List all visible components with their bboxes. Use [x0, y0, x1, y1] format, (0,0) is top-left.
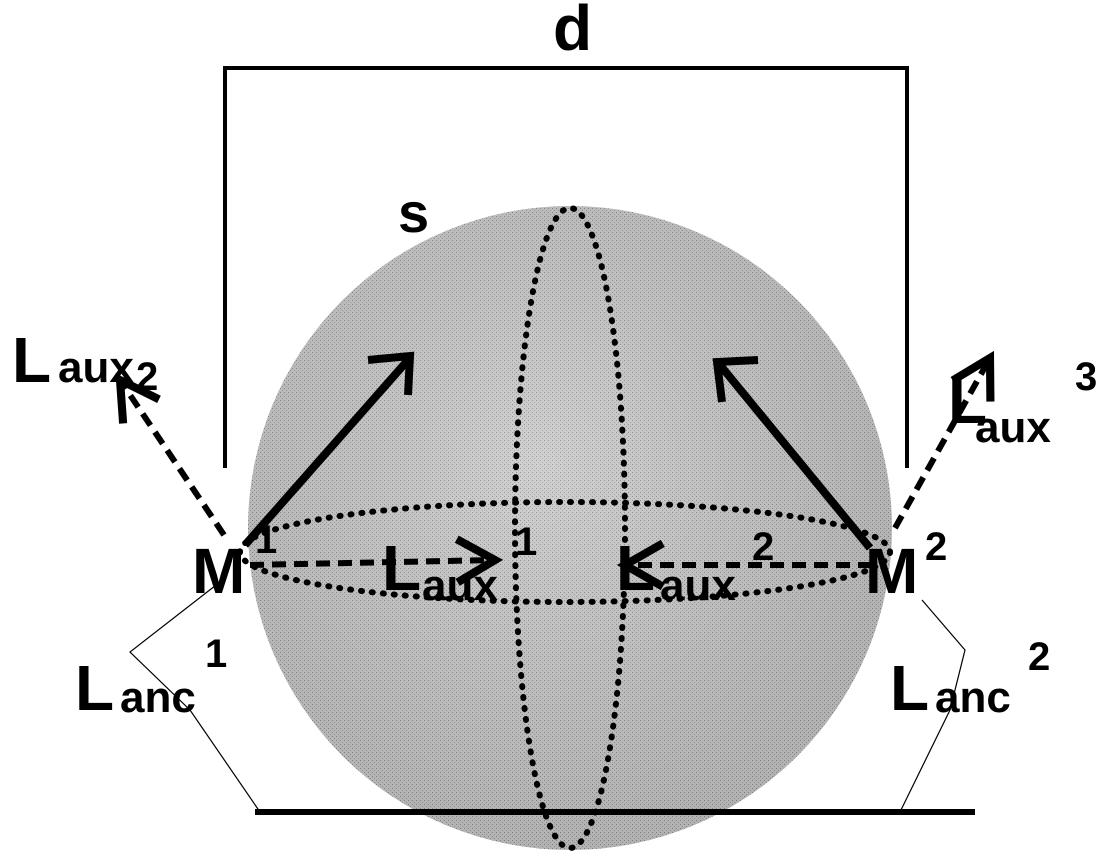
marker-right-label: M [865, 535, 918, 607]
laux-right-sub: aux [975, 403, 1051, 452]
laux-mid2-sub: aux [660, 561, 736, 610]
anchor-lines [129, 581, 966, 813]
lanc-left-sup: 1 [205, 632, 227, 676]
meridian-ellipse [512, 205, 628, 851]
aux-line-right-up [892, 350, 995, 530]
laux-right-sup: 3 [1075, 355, 1097, 399]
anchor-line-right [899, 599, 966, 813]
solid-arrow-left-head [367, 351, 415, 396]
laux-left-sup: 2 [136, 355, 158, 399]
sphere-label: s [398, 181, 429, 244]
laux-mid1-sub: aux [422, 561, 498, 610]
laux-mid1-main: L [382, 532, 421, 604]
solid-arrows [241, 351, 874, 551]
sphere-grid-lines [237, 205, 893, 851]
laux-left-main: L [12, 324, 51, 396]
marker-left-index: 1 [255, 518, 277, 562]
lanc-right-sub: anc [935, 673, 1011, 722]
solid-arrow-right [716, 362, 874, 551]
laux-mid1-sup: 1 [515, 520, 537, 564]
marker-left-label: M [192, 535, 245, 607]
aux-line-mid-right [249, 535, 504, 586]
lanc-right-sup: 2 [1028, 635, 1050, 679]
lanc-left-sub: anc [120, 673, 196, 722]
distance-bracket [223, 66, 909, 468]
marker-right-index: 2 [925, 525, 947, 569]
anchor-line-left [129, 581, 261, 813]
lanc-right-main: L [890, 652, 929, 724]
laux-mid2-main: L [616, 532, 655, 604]
solid-arrow-left [241, 357, 412, 548]
distance-label: d [553, 0, 592, 64]
aux-dashed-lines [115, 350, 995, 591]
equator-ellipse [237, 499, 893, 605]
solid-arrow-right-head [712, 356, 759, 403]
sphere [248, 206, 892, 850]
lanc-left-main: L [75, 652, 114, 724]
laux-right-main: L [948, 365, 987, 437]
aux-line-left-up [115, 373, 227, 537]
laux-left-sub: aux [58, 343, 134, 392]
laux-mid2-sup: 2 [752, 525, 774, 569]
